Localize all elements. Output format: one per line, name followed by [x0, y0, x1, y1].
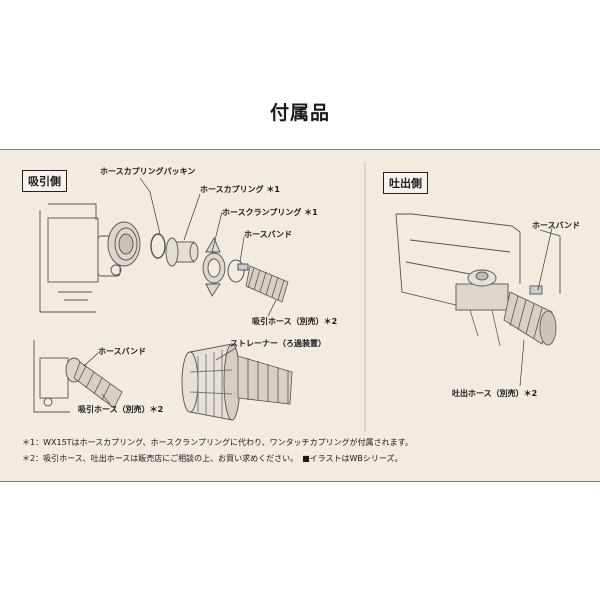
callout-hose-clamp-ring: ホースクランプリング ＊1 — [222, 208, 318, 217]
strainer-hose — [237, 355, 293, 405]
pump-body-discharge — [395, 213, 561, 347]
pump-body-suction — [39, 203, 141, 313]
callout-hose-band-small: ホースバンド — [98, 347, 146, 356]
footnote-2: ＊2：吸引ホース、吐出ホースは販売店にご相談の上、お買い求めください。 ■イラス… — [22, 454, 403, 463]
callout-hose-band-discharge: ホースバンド — [532, 221, 580, 230]
discharge-side-label: 吐出側 — [383, 172, 428, 194]
callout-strainer: ストレーナー（ろ過装置） — [230, 339, 326, 348]
hose-coupling — [165, 237, 199, 267]
suction-hose-small — [73, 361, 123, 409]
coupling-gasket — [150, 233, 166, 259]
strainer — [181, 343, 241, 421]
suction-hose — [245, 265, 289, 303]
suction-side-label: 吸引側 — [22, 170, 67, 192]
hose-clamp-ring — [202, 236, 226, 297]
hose-band-discharge — [529, 285, 543, 295]
leader-lines — [83, 177, 553, 405]
accessories-panel — [0, 149, 600, 482]
footnote-1: ＊1：WX15Tはホースカプリング、ホースクランプリングに代わり、ワンタッチカプ… — [22, 438, 413, 447]
callout-suction-hose: 吸引ホース（別売）＊2 — [252, 317, 338, 326]
callout-coupling-gasket: ホースカプリングパッキン — [100, 167, 196, 176]
callout-discharge-hose: 吐出ホース（別売）＊2 — [452, 389, 538, 398]
callout-suction-hose-small: 吸引ホース（別売）＊2 — [78, 405, 164, 414]
callout-hose-band: ホースバンド — [244, 230, 292, 239]
callout-hose-coupling: ホースカプリング ＊1 — [200, 185, 280, 194]
page-title: 付属品 — [269, 102, 330, 124]
hose-band — [227, 259, 249, 283]
discharge-hose — [503, 291, 557, 346]
